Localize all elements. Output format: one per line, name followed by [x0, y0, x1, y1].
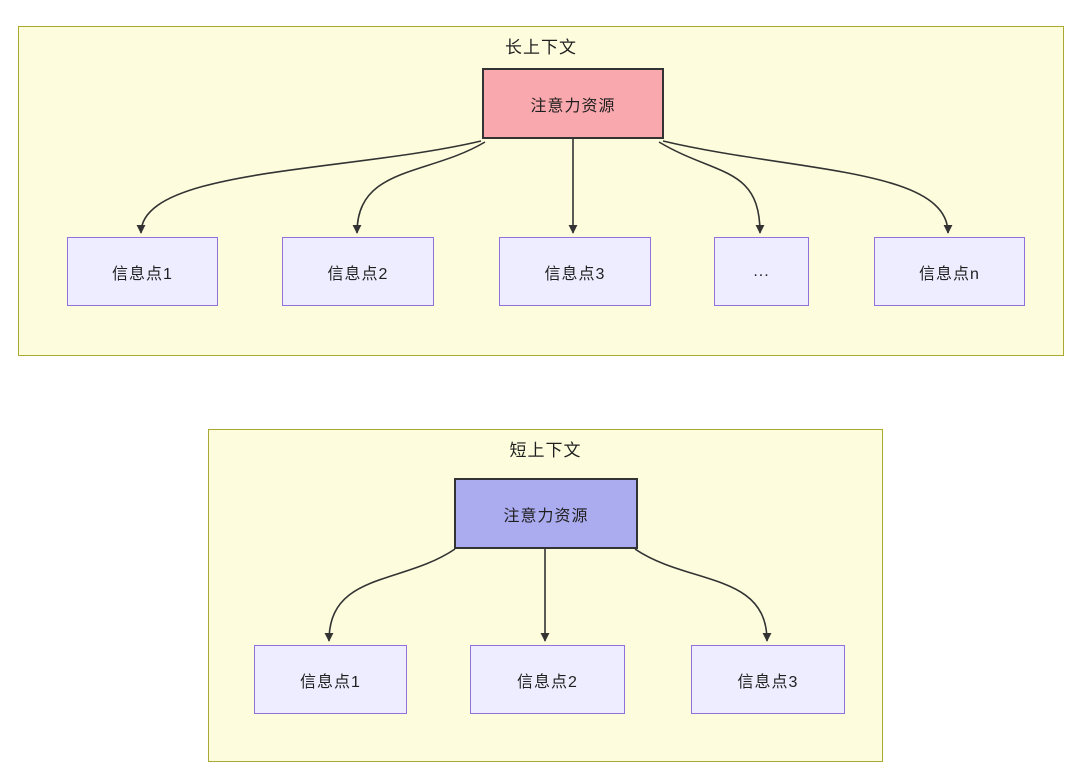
long-info-node-ellipsis: ...: [714, 237, 809, 306]
long-info-node-3: 信息点3: [499, 237, 651, 306]
short-info-label-1: 信息点1: [300, 673, 361, 691]
long-attention-node: 注意力资源: [482, 68, 664, 139]
long-info-node-1: 信息点1: [67, 237, 218, 306]
long-context-group: 长上下文 注意力资源 信息点1 信息点2 信息点3 ... 信息点n: [18, 26, 1064, 356]
long-info-label-2: 信息点2: [327, 265, 389, 283]
short-info-node-2: 信息点2: [470, 645, 625, 714]
short-context-group: 短上下文 注意力资源 信息点1 信息点2 信息点3: [208, 429, 883, 762]
long-info-label-1: 信息点1: [112, 265, 173, 283]
long-info-label-n: 信息点n: [919, 265, 980, 283]
short-info-node-1: 信息点1: [254, 645, 407, 714]
short-attention-node: 注意力资源: [454, 478, 638, 549]
short-attention-label: 注意力资源: [503, 507, 589, 525]
long-info-node-2: 信息点2: [282, 237, 434, 306]
short-info-label-2: 信息点2: [517, 673, 578, 691]
long-info-label-ellipsis: ...: [753, 262, 770, 280]
long-context-title: 长上下文: [505, 38, 577, 57]
short-info-label-3: 信息点3: [737, 673, 799, 691]
long-info-label-3: 信息点3: [544, 265, 606, 283]
long-info-node-n: 信息点n: [874, 237, 1025, 306]
short-info-node-3: 信息点3: [691, 645, 845, 714]
long-attention-label: 注意力资源: [530, 97, 616, 115]
short-context-title: 短上下文: [509, 441, 582, 460]
